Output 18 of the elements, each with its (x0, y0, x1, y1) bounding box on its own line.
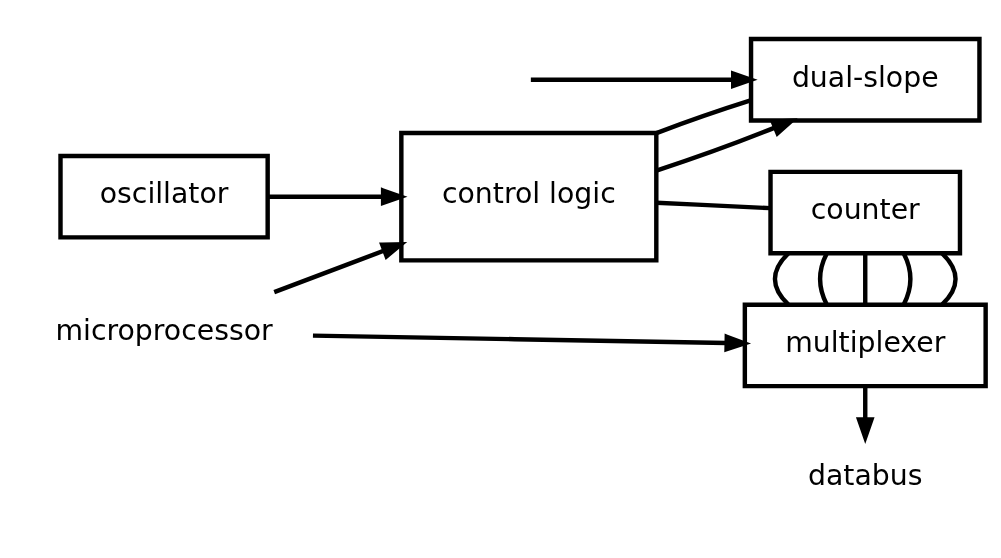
arrow (855, 386, 875, 444)
arrow (273, 241, 408, 295)
connector (656, 200, 771, 211)
arrow (655, 118, 798, 173)
node-box: dual-slope (748, 36, 982, 123)
node-box: multiplexer (742, 302, 988, 389)
arrow (530, 70, 758, 90)
node-box: control logic (399, 130, 659, 263)
connector (817, 252, 829, 306)
connector (655, 98, 752, 136)
connector (863, 253, 868, 305)
node-text: microprocessor (55, 313, 273, 347)
arrow (312, 333, 752, 353)
node-text: databus (808, 458, 923, 492)
node-box: oscillator (58, 153, 270, 240)
arrow (267, 187, 408, 206)
node-box: counter (768, 169, 963, 256)
connector (901, 252, 913, 306)
